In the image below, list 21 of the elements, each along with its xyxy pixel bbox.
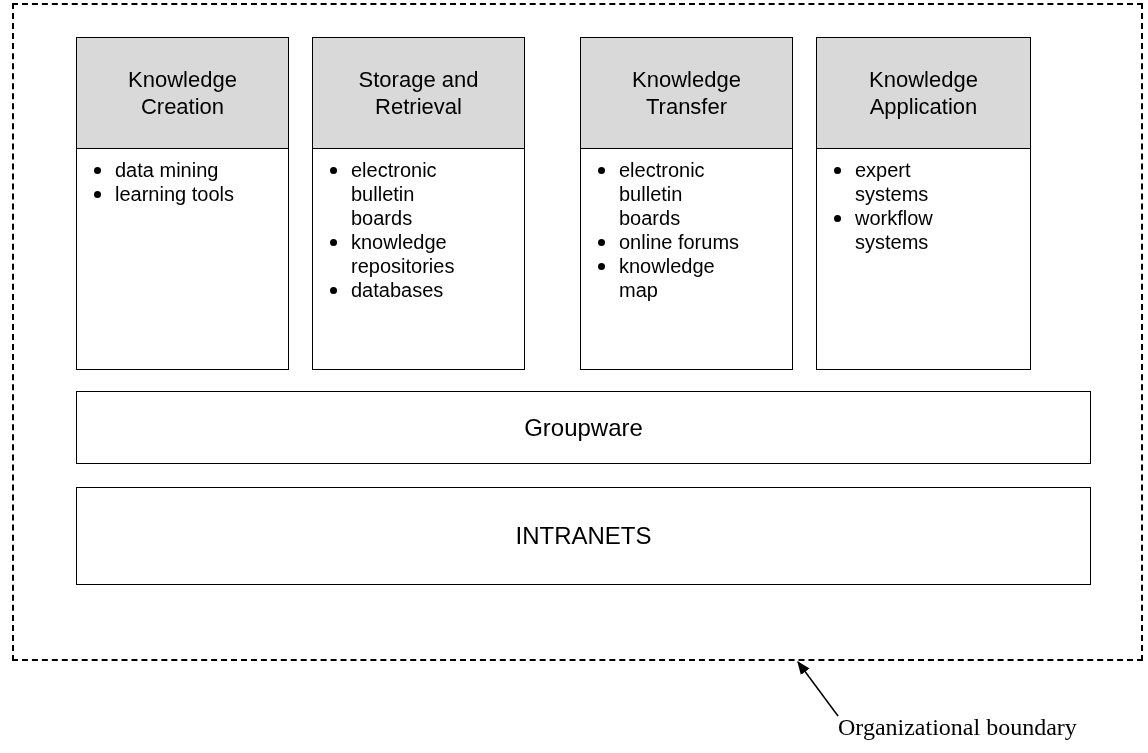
boundary-frame: [12, 3, 1143, 661]
bullet-item: data mining: [115, 158, 219, 182]
category-panel: [580, 37, 793, 370]
column-heading: Knowledge Creation: [77, 38, 288, 149]
bullet-item: databases: [351, 278, 444, 302]
layer-label: INTRANETS: [515, 522, 652, 550]
bullet-item: workflow systems: [855, 206, 934, 254]
category-panel: [816, 37, 1031, 370]
layer-box: [76, 487, 1091, 585]
layer-label: Groupware: [524, 413, 643, 442]
column-heading: Knowledge Application: [817, 38, 1030, 149]
column-heading: Storage and Retrieval: [313, 38, 524, 149]
category-panel: [312, 37, 525, 370]
callout-label: Organizational boundary: [838, 714, 1077, 741]
bullet-item: learning tools: [115, 182, 234, 206]
layer-box: [76, 391, 1091, 464]
leader-arrow: [797, 660, 839, 717]
column-heading: Knowledge Transfer: [581, 38, 792, 149]
bullet-item: knowledge map: [619, 254, 716, 302]
category-panel: [76, 37, 289, 370]
bullet-item: online forums: [619, 230, 740, 254]
